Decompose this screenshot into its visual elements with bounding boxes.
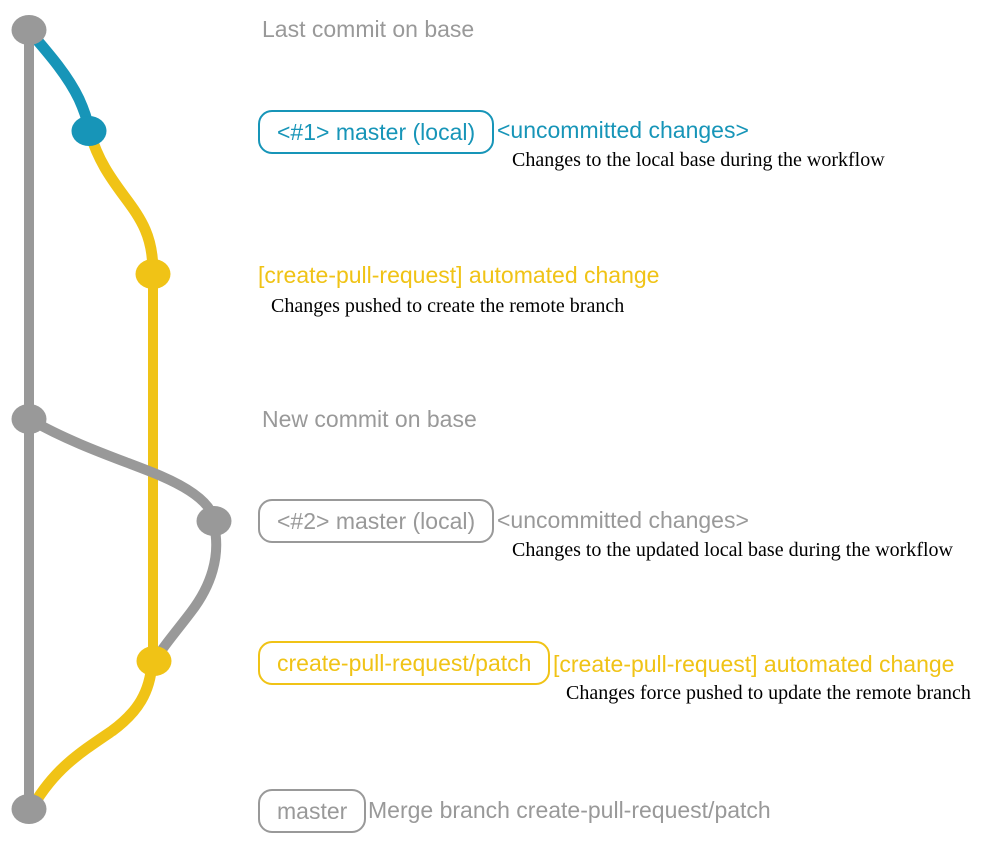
commit-description-uncommitted-changes-2: Changes to the updated local base during… [512,539,953,561]
commit-message-uncommitted-changes-2: <uncommitted changes> [497,507,749,533]
commit-dot-create-pull-request-1 [135,259,171,289]
branch-badge-create-pull-request-patch: create-pull-request/patch [258,641,551,685]
commit-description-uncommitted-changes-1: Changes to the local base during the wor… [512,149,885,171]
branch-badge-master: master [258,789,367,833]
uncommitted-branch-back-curve-2 [152,520,222,662]
caption-last-commit-on-base: Last commit on base [262,16,475,42]
commit-message-automated-change-1: [create-pull-request] automated change [258,262,660,288]
commit-dot-uncommitted-changes-1 [71,116,107,146]
commit-dot-last-commit-on-base [11,15,47,45]
commit-dot-new-commit-on-base [11,404,47,434]
commit-message-uncommitted-changes-1: <uncommitted changes> [497,117,749,143]
commit-message-merge-branch: Merge branch create-pull-request/patch [368,797,771,823]
branch-badge-master-label: master [277,797,348,824]
branch-badge-master-local-1-label: <#1> master (local) [277,118,476,145]
patch-branch-top-curve [84,127,159,278]
commit-dot-merge [11,794,47,824]
uncommitted-branch-curve-1 [25,27,95,135]
caption-new-commit-on-base: New commit on base [262,406,477,432]
patch-branch-merge-curve [27,657,158,812]
commit-dot-create-pull-request-2 [136,646,172,676]
branch-badge-master-local-2-label: <#2> master (local) [277,507,476,534]
commit-dot-uncommitted-changes-2 [196,506,232,536]
branch-badge-create-pull-request-patch-label: create-pull-request/patch [277,649,532,676]
commit-message-automated-change-2: [create-pull-request] automated change [553,651,955,677]
commit-description-automated-change-2: Changes force pushed to update the remot… [566,682,971,704]
branch-badge-master-local-2: <#2> master (local) [258,499,495,543]
branch-badge-master-local-1: <#1> master (local) [258,110,495,154]
commit-description-automated-change-1: Changes pushed to create the remote bran… [271,295,625,317]
uncommitted-branch-out-curve-2 [26,415,218,521]
